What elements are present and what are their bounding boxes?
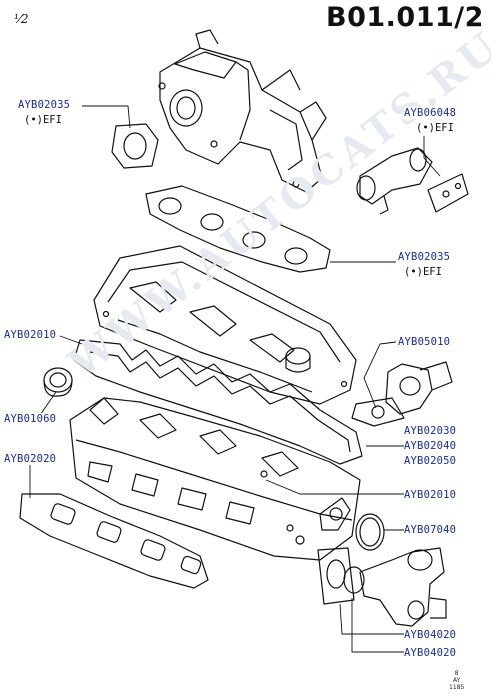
sheet-mark: ⅟2	[14, 12, 29, 26]
efi-valve-drawing	[356, 147, 469, 215]
throttle-gasket-drawing	[111, 123, 159, 169]
stamp-line-2: AY	[452, 677, 461, 684]
oil-seal-drawing	[43, 367, 73, 397]
o-ring-drawing	[355, 513, 385, 551]
label-gasket-inlet-manifold[interactable]: AYB02035	[398, 251, 451, 263]
print-stamp: 8 AY 1185	[449, 670, 464, 691]
label-head-gasket-c[interactable]: AYB02050	[404, 455, 457, 467]
cylinder-head-drawing	[69, 397, 361, 561]
label-cover-gasket-lower[interactable]: AYB02010	[404, 489, 457, 501]
inlet-manifold-drawing	[158, 29, 327, 193]
note-efi-inlet-manifold: (•)EFI	[404, 266, 442, 278]
label-thermostat-housing-b[interactable]: AYB04020	[404, 647, 457, 659]
stamp-line-3: 1185	[449, 684, 465, 691]
rocker-cover-gasket-drawing	[73, 339, 363, 465]
egr-valve-drawing	[351, 361, 453, 427]
thermostat-drawing	[317, 547, 447, 627]
label-head-gasket-a[interactable]: AYB02030	[404, 425, 457, 437]
note-efi-throttle-body: (•)EFI	[24, 114, 62, 126]
rocker-cover-drawing	[93, 245, 357, 405]
label-egr-valve[interactable]: AYB05010	[398, 336, 451, 348]
label-oil-seal[interactable]: AYB01060	[4, 413, 57, 425]
exhaust-gasket-drawing	[19, 493, 209, 589]
note-efi-valve: (•)EFI	[416, 122, 454, 134]
stamp-line-1: 8	[454, 670, 459, 677]
label-gasket-efi-valve[interactable]: AYB06048	[404, 107, 457, 119]
label-gasket-throttle-body[interactable]: AYB02035	[18, 99, 71, 111]
inlet-manifold-gasket-drawing	[145, 185, 331, 273]
label-exhaust-manifold-gasket[interactable]: AYB02020	[4, 453, 57, 465]
label-rocker-cover-gasket[interactable]: AYB02010	[4, 329, 57, 341]
label-head-gasket-b[interactable]: AYB02040	[404, 440, 457, 452]
page-code: B01.011/2	[326, 2, 484, 33]
label-thermostat-housing-a[interactable]: AYB04020	[404, 629, 457, 641]
label-o-ring[interactable]: AYB07040	[404, 524, 457, 536]
